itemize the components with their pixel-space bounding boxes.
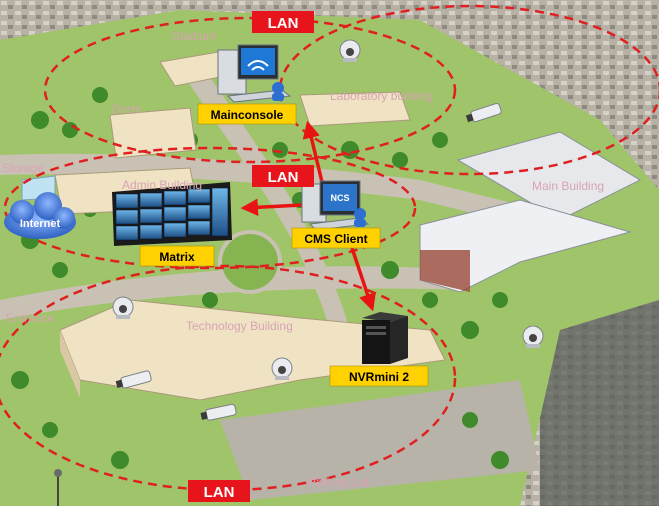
road (180, 70, 350, 330)
label-main: Main Building (532, 179, 604, 193)
label-stadium: Stadium (172, 29, 216, 43)
video-wall-icon (112, 182, 232, 246)
computer-icon (217, 44, 292, 103)
arrow-to-matrix (240, 198, 303, 217)
ncs-screen-label: NCS (330, 193, 349, 203)
pole-top (54, 469, 62, 477)
lan-ring-north (43, 16, 457, 164)
label-laboratory: Laboratory building (330, 89, 432, 103)
cloud-icon (4, 192, 76, 239)
device-label-nvr: NVRmini 2 (329, 365, 429, 387)
lan-badge: LAN (252, 165, 314, 187)
connection-arrows (240, 120, 376, 312)
label-admin: Admin Building (122, 178, 202, 192)
device-label-cms-client: CMS Client (291, 227, 381, 249)
nvr-box-icon (362, 312, 408, 364)
sports-court (540, 300, 659, 506)
lan-badge: LAN (252, 11, 314, 33)
lan-ring-middle (3, 146, 417, 270)
device-label-mainconsole: Mainconsole (197, 103, 297, 125)
device-label-matrix: Matrix (139, 245, 215, 267)
svg-text:NVRmini 2: NVRmini 2 (349, 370, 409, 384)
internet-label: Internet (20, 218, 61, 230)
bullet-camera-icon (200, 403, 237, 421)
label-dorm: Dorm (112, 102, 141, 116)
road (0, 266, 470, 320)
svg-text:Matrix: Matrix (159, 250, 195, 264)
svg-text:LAN: LAN (268, 15, 299, 32)
svg-text:CMS Client: CMS Client (304, 232, 367, 246)
arrow-to-nvr (350, 247, 376, 312)
roundabout (218, 230, 282, 294)
dome-camera-icon (112, 296, 134, 319)
dome-camera-icon (271, 357, 293, 380)
label-technology: Technology Building (186, 319, 293, 333)
label-storage: Storage (2, 161, 44, 175)
svg-text:LAN: LAN (268, 169, 299, 186)
dome-camera-icon (339, 39, 361, 62)
lan-badge: LAN (188, 480, 250, 502)
bullet-camera-icon (115, 370, 152, 389)
label-entrance: Entrance (6, 311, 54, 325)
dome-camera-icon (522, 325, 544, 348)
label-parking: Parking Lot (308, 475, 369, 489)
parking-area (220, 380, 540, 500)
svg-text:LAN: LAN (204, 484, 235, 501)
svg-text:Mainconsole: Mainconsole (211, 108, 284, 122)
bullet-camera-icon (465, 103, 502, 123)
arrow-to-mainconsole (302, 120, 324, 183)
